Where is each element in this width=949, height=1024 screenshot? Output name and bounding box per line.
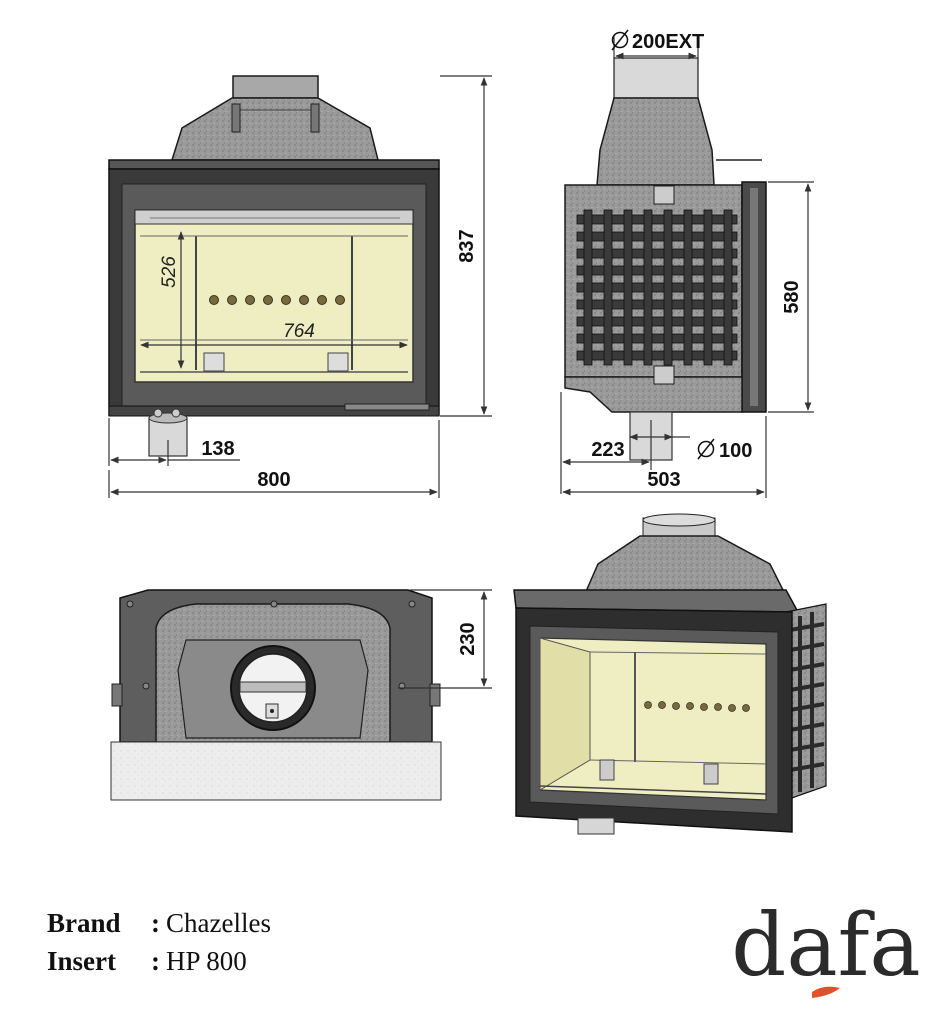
dafa-logo: dafa (731, 896, 921, 998)
side-depth-label: 503 (647, 469, 680, 491)
logo-text: dafa (731, 896, 920, 996)
side-view: 200EXT 580 223 100 503 (560, 29, 814, 498)
brand-separator: : (151, 908, 160, 938)
brand-value: Chazelles (166, 908, 271, 938)
flue-offset-label: 138 (201, 438, 234, 460)
brand-caption: Brand:Chazelles (47, 908, 271, 939)
brand-label: Brand (47, 908, 121, 938)
glass-height-label: 526 (159, 256, 180, 288)
glass-width-label: 764 (283, 321, 315, 342)
top-depth-label: 230 (457, 622, 479, 655)
insert-caption: Insert:HP 800 (47, 946, 247, 977)
front-view: 837 526 764 138 800 (108, 75, 492, 498)
air-diameter-label: 100 (697, 438, 752, 462)
flue-diameter-value: 200EXT (632, 31, 704, 53)
perspective-view (513, 513, 827, 835)
insert-value: HP 800 (166, 946, 247, 976)
logo-accent-swoosh (812, 986, 840, 998)
insert-label: Insert (47, 946, 116, 976)
side-flue-offset-label: 223 (591, 439, 624, 461)
flue-diameter-label: 200EXT (611, 29, 704, 53)
front-height-label: 837 (456, 229, 478, 262)
top-view: 230 (110, 589, 492, 801)
front-width-label: 800 (257, 469, 290, 491)
air-diameter-value: 100 (719, 440, 752, 462)
insert-separator: : (151, 946, 160, 976)
side-height-label: 580 (781, 280, 803, 313)
